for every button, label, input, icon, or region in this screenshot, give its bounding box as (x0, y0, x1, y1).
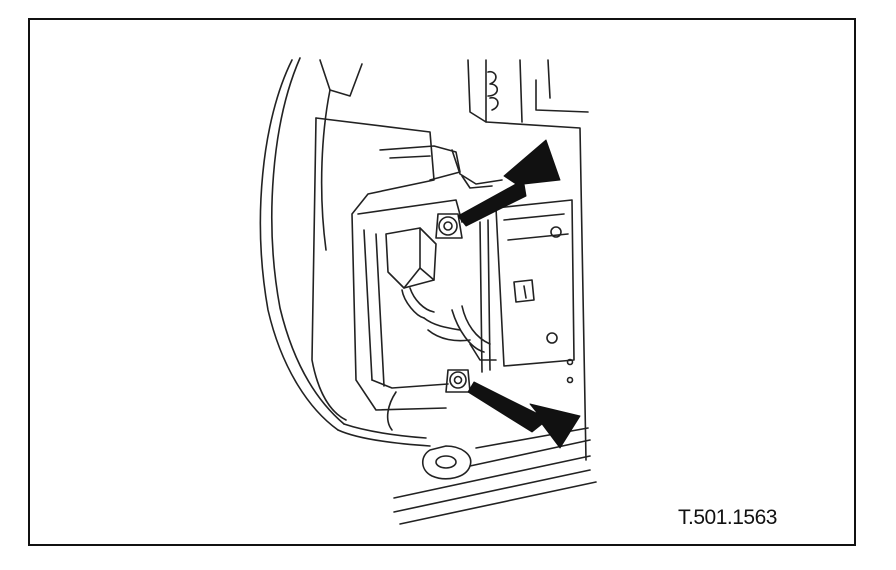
lower-mounting-nut (445, 369, 471, 393)
fender-outline (259, 57, 431, 447)
upper-mounting-nut (435, 213, 463, 239)
reference-code: T.501.1563 (678, 506, 777, 529)
lower-arrow-icon (467, 381, 581, 449)
headlamp-body (311, 117, 503, 421)
upper-arrow-icon (457, 139, 561, 227)
frame-rails (386, 391, 597, 525)
body-panel (467, 59, 589, 461)
connector-module (385, 227, 497, 361)
figure-frame (28, 18, 856, 546)
arrows (457, 139, 581, 449)
